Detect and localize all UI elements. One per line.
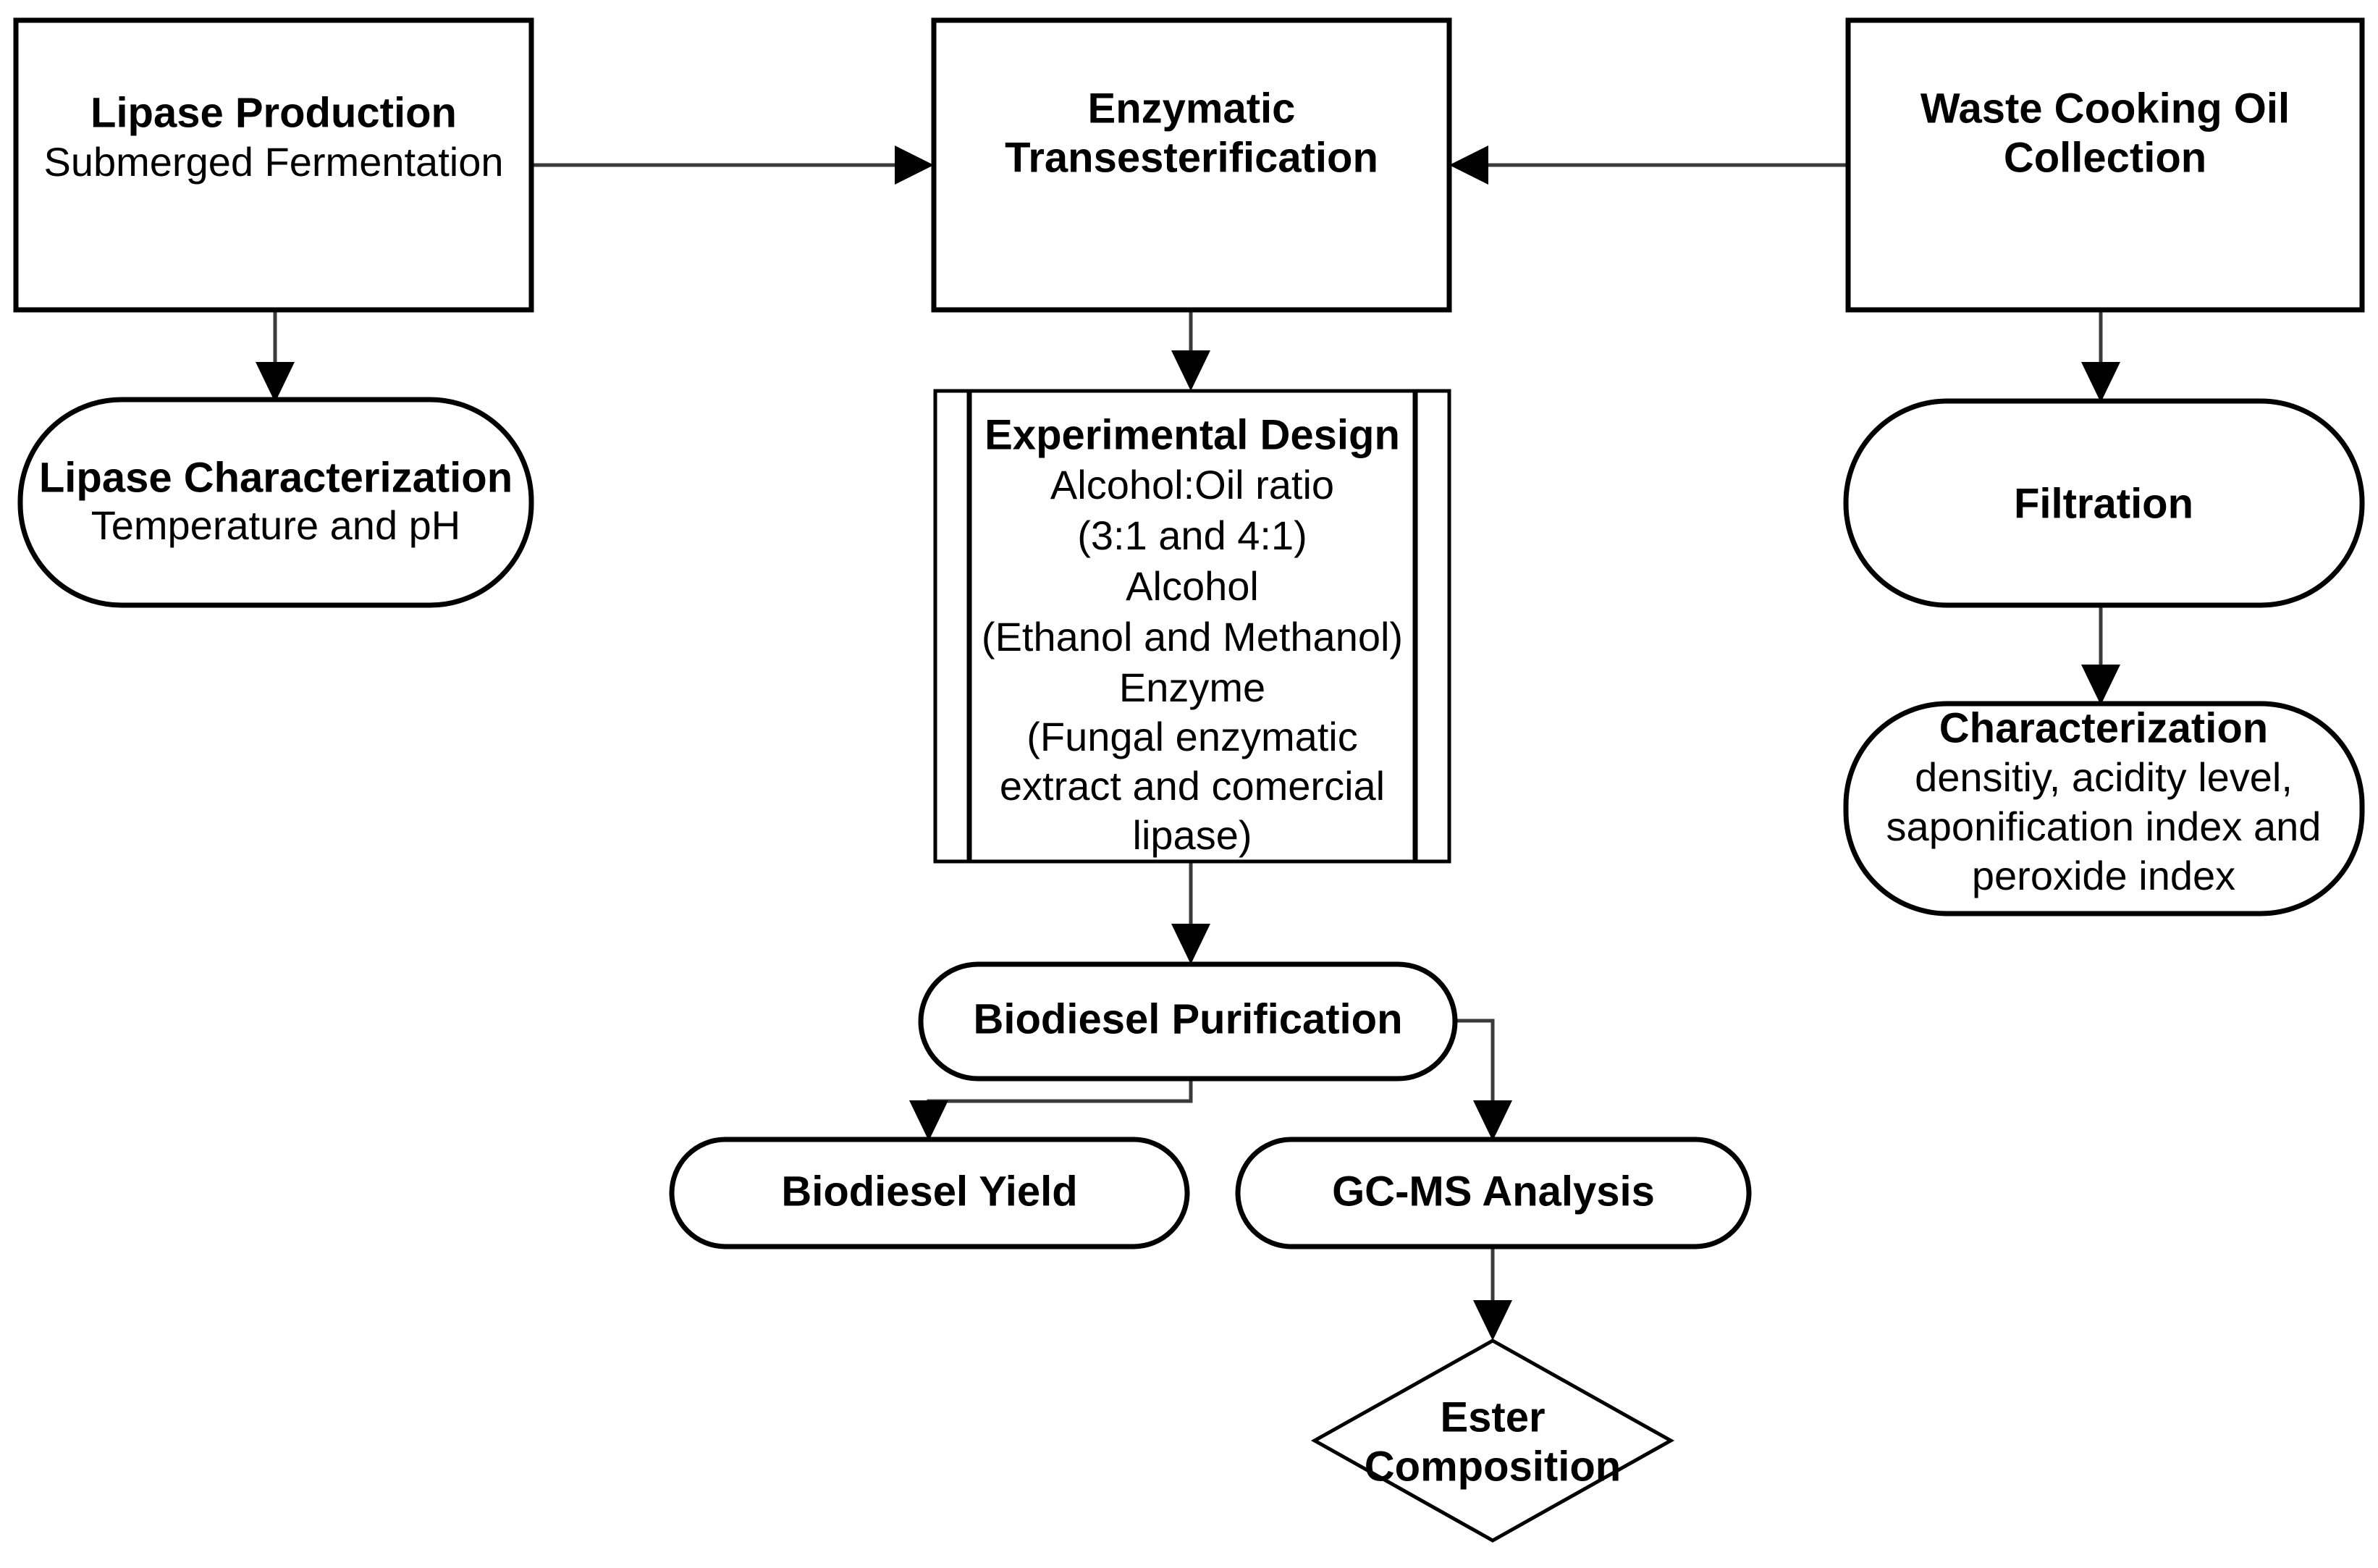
node-experimental-design-line-0: Experimental Design <box>984 411 1400 458</box>
node-biodiesel-yield[interactable]: Biodiesel Yield <box>669 1137 1190 1249</box>
node-characterization-line-1: densitiy, acidity level, <box>1915 754 2293 800</box>
node-experimental-design-line-2: (3:1 and 4:1) <box>1077 513 1307 558</box>
edge-purification-to-gcms <box>1455 1019 1512 1141</box>
node-experimental-design-line-3: Alcohol <box>1126 563 1259 609</box>
edge-experimental-design-to-purification <box>1171 861 1210 964</box>
node-characterization-line-2: saponification index and <box>1886 804 2322 849</box>
node-experimental-design[interactable]: Experimental Design Alcohol:Oil ratio (3… <box>933 389 1451 864</box>
edge-waste-oil-to-filtration <box>2081 311 2120 402</box>
node-biodiesel-purification-line-0: Biodiesel Purification <box>974 995 1403 1042</box>
node-experimental-design-line-7: extract and comercial <box>1000 763 1385 809</box>
node-lipase-characterization[interactable]: Lipase Characterization Temperature and … <box>17 397 534 608</box>
edge-lipase-production-to-enzymatic <box>534 146 934 185</box>
node-experimental-design-line-4: (Ethanol and Methanol) <box>982 614 1403 659</box>
node-lipase-production[interactable]: Lipase Production Submerged Fermentation <box>13 17 534 313</box>
edge-filtration-to-characterization <box>2081 603 2120 705</box>
edge-enzymatic-to-experimental-design <box>1171 311 1210 391</box>
node-ester-composition-line-1: Composition <box>1365 1443 1621 1490</box>
node-characterization-line-3: peroxide index <box>1972 853 2235 898</box>
node-lipase-production-line-1: Submerged Fermentation <box>43 139 503 185</box>
node-characterization[interactable]: Characterization densitiy, acidity level… <box>1843 701 2365 916</box>
connector-layer <box>256 146 2120 1341</box>
node-gc-ms-analysis[interactable]: GC-MS Analysis <box>1235 1137 1752 1249</box>
edge-gcms-to-ester-composition <box>1473 1247 1512 1341</box>
node-biodiesel-purification[interactable]: Biodiesel Purification <box>918 961 1458 1082</box>
edge-waste-oil-to-enzymatic <box>1449 146 1847 185</box>
node-enzymatic-transesterification-line-1: Transesterification <box>1005 134 1378 181</box>
node-gc-ms-analysis-line-0: GC-MS Analysis <box>1332 1168 1655 1215</box>
node-experimental-design-line-6: (Fungal enzymatic <box>1026 714 1358 759</box>
node-enzymatic-transesterification-line-0: Enzymatic <box>1088 85 1296 132</box>
node-ester-composition-line-0: Ester <box>1440 1394 1545 1441</box>
node-lipase-production-line-0: Lipase Production <box>90 89 457 136</box>
node-experimental-design-line-8: lipase) <box>1133 812 1252 858</box>
node-experimental-design-line-5: Enzyme <box>1119 665 1265 710</box>
edge-purification-to-yield <box>909 1079 1193 1141</box>
node-waste-cooking-oil-collection-line-1: Collection <box>2004 134 2206 181</box>
node-waste-cooking-oil-collection-line-0: Waste Cooking Oil <box>1920 85 2290 132</box>
node-filtration[interactable]: Filtration <box>1843 398 2365 608</box>
node-characterization-line-0: Characterization <box>1939 704 2268 751</box>
node-lipase-characterization-line-0: Lipase Characterization <box>39 454 513 501</box>
node-experimental-design-line-1: Alcohol:Oil ratio <box>1050 462 1334 507</box>
node-biodiesel-yield-line-0: Biodiesel Yield <box>781 1168 1077 1215</box>
edge-lipase-production-to-characterization <box>256 311 295 402</box>
node-enzymatic-transesterification[interactable]: Enzymatic Transesterification <box>931 17 1452 313</box>
node-lipase-characterization-line-1: Temperature and pH <box>91 502 461 548</box>
node-filtration-line-0: Filtration <box>2014 480 2193 527</box>
node-waste-cooking-oil-collection[interactable]: Waste Cooking Oil Collection <box>1845 17 2365 313</box>
node-ester-composition[interactable]: Ester Composition <box>1310 1339 1675 1543</box>
